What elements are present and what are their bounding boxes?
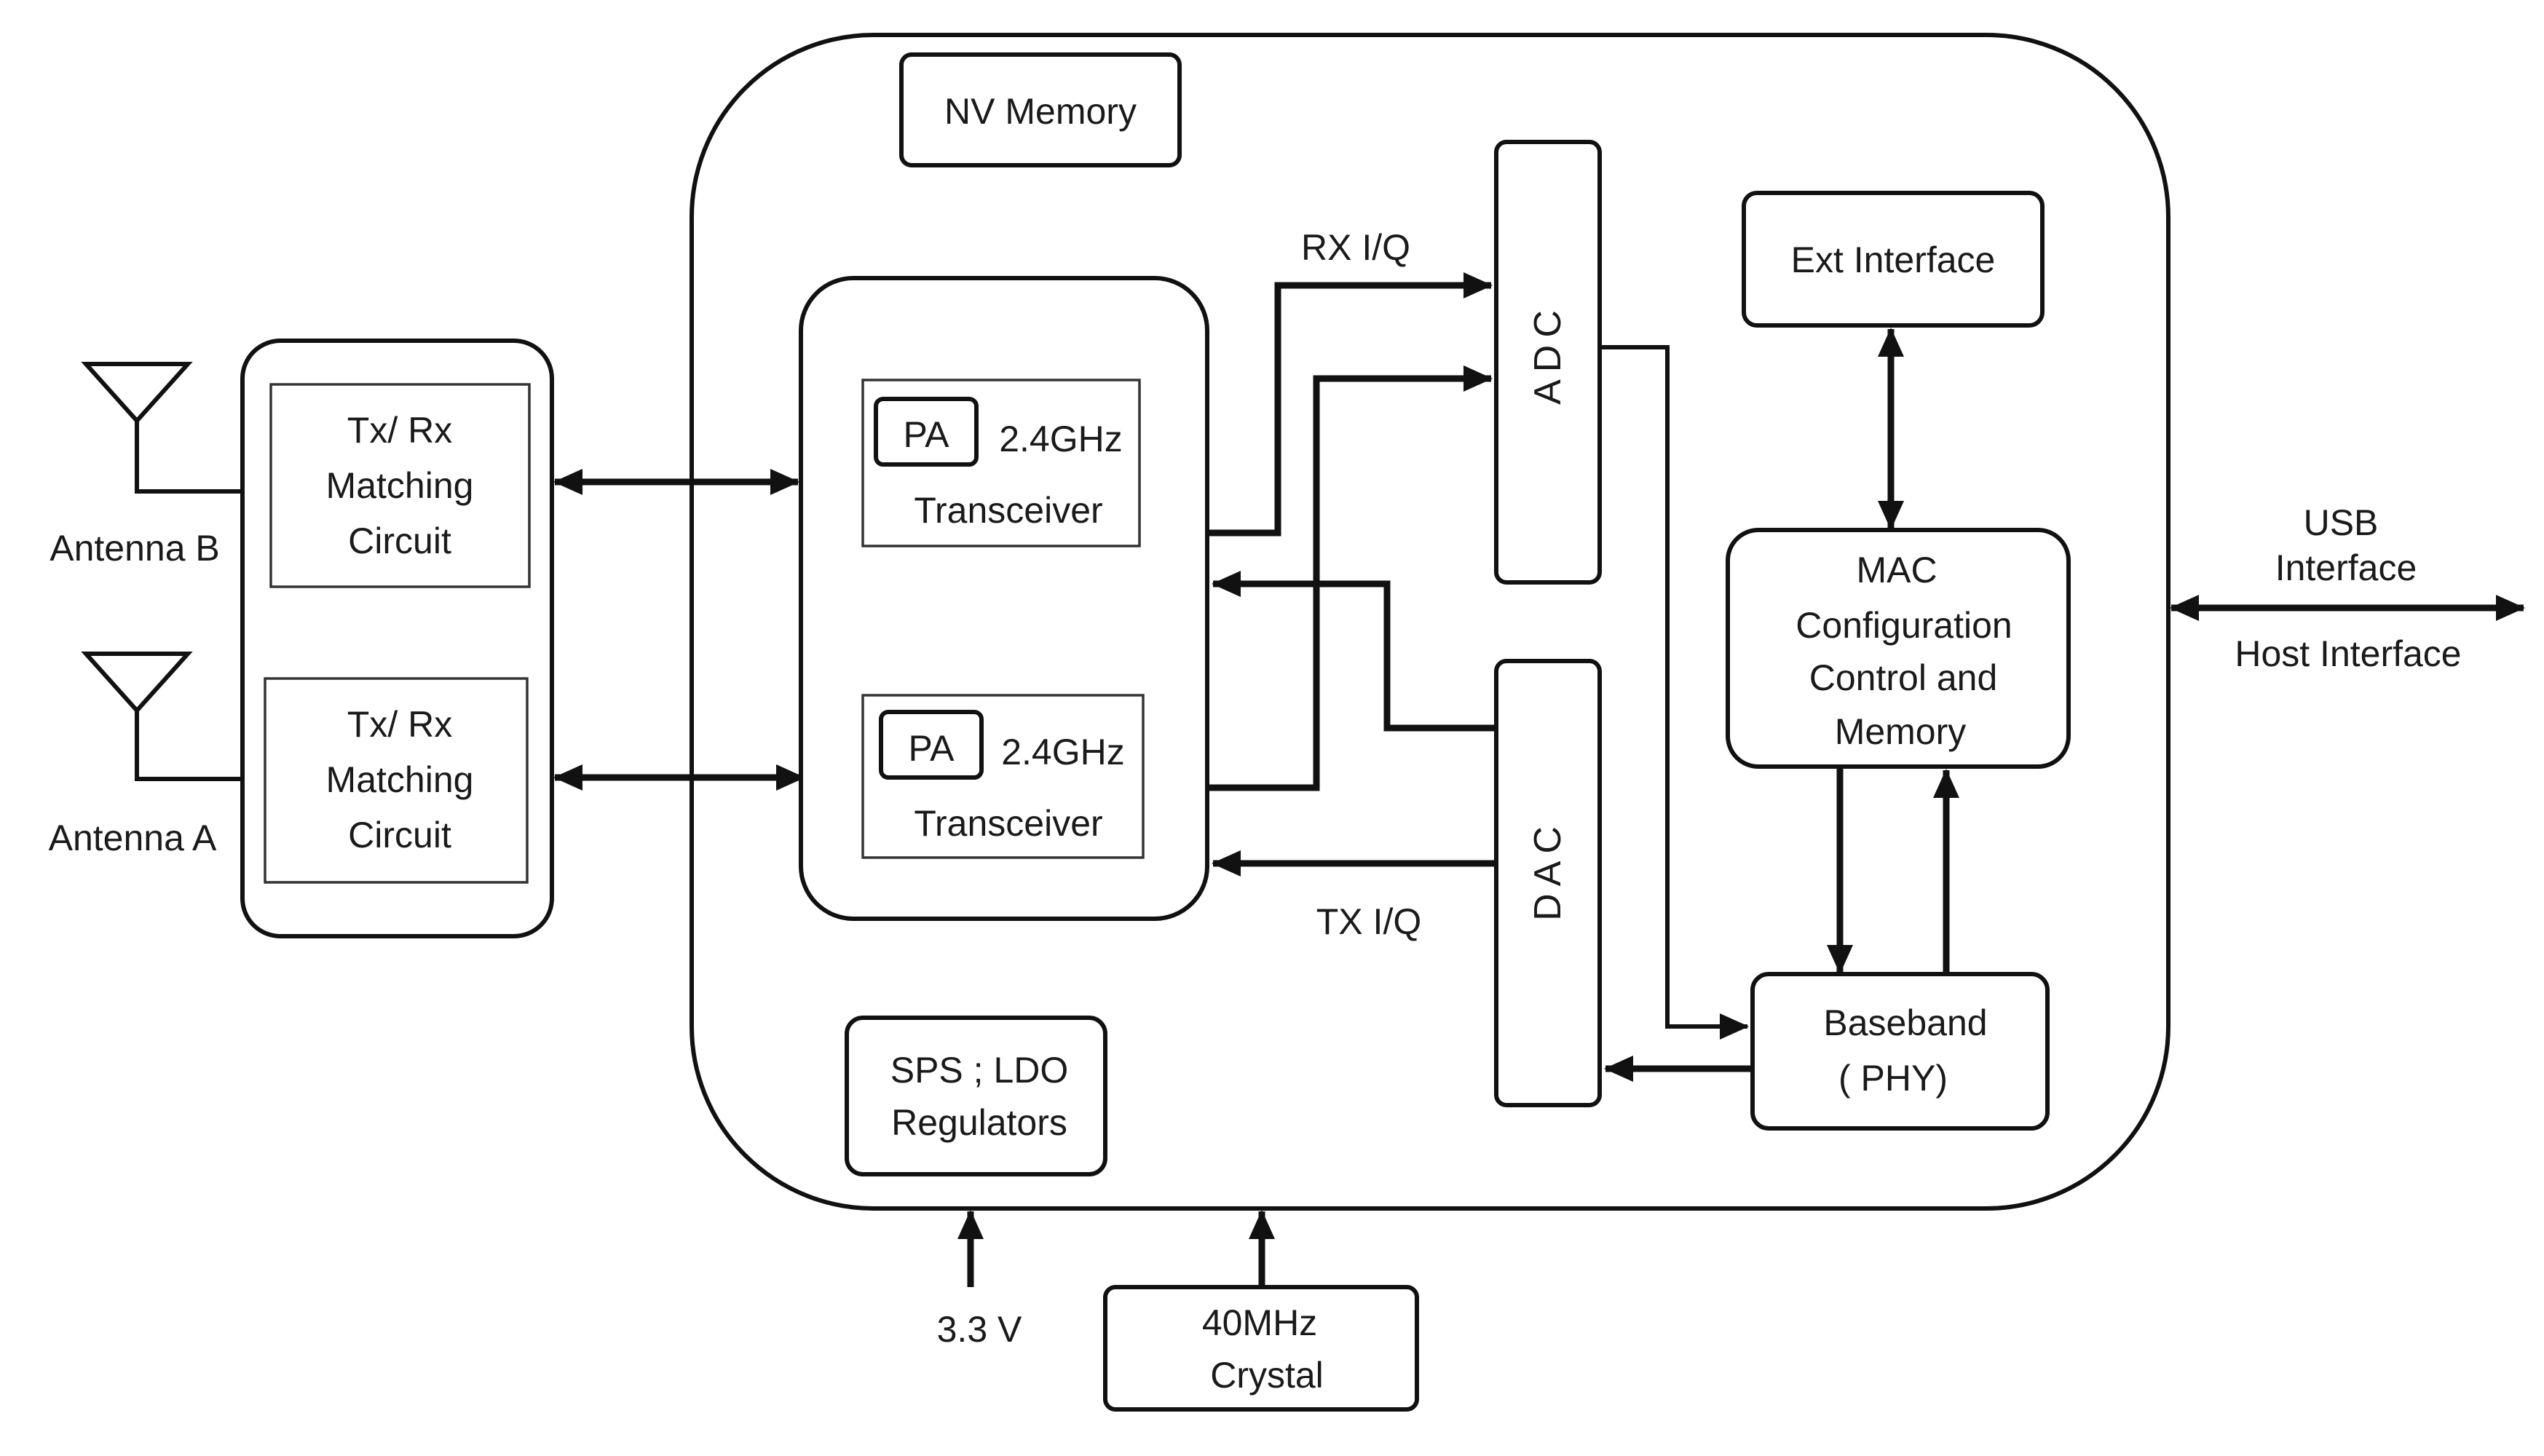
svg-text:Crystal: Crystal bbox=[1210, 1355, 1324, 1396]
nv-memory-label: NV Memory bbox=[944, 91, 1137, 132]
svg-text:Matching: Matching bbox=[326, 465, 474, 506]
svg-text:Matching: Matching bbox=[326, 759, 474, 800]
svg-text:PA: PA bbox=[904, 414, 950, 455]
regulators-block: SPS ; LDO Regulators bbox=[845, 1016, 1107, 1176]
svg-text:( PHY): ( PHY) bbox=[1838, 1058, 1948, 1099]
svg-text:Memory: Memory bbox=[1835, 711, 1967, 752]
svg-text:Transceiver: Transceiver bbox=[914, 490, 1102, 531]
nv-memory-block: NV Memory bbox=[899, 52, 1182, 167]
baseband-block: Baseband ( PHY) bbox=[1750, 972, 2050, 1131]
tx-iq-label: TX I/Q bbox=[1316, 901, 1421, 942]
pa-bottom bbox=[879, 710, 984, 780]
antenna-a-icon bbox=[81, 652, 242, 781]
svg-text:Tx/ Rx: Tx/ Rx bbox=[347, 410, 452, 451]
antenna-b-icon bbox=[81, 362, 242, 494]
adc-to-baseband bbox=[1600, 345, 1749, 1040]
svg-text:Control and: Control and bbox=[1809, 657, 1998, 698]
tx-path-top bbox=[1212, 571, 1496, 732]
svg-text:MAC: MAC bbox=[1856, 550, 1937, 590]
antenna-a-label: Antenna A bbox=[49, 818, 217, 858]
matching-circuit-a: Tx/ Rx Matching Circuit bbox=[264, 677, 529, 884]
ext-interface-label: Ext Interface bbox=[1791, 240, 1996, 280]
rx-path-top bbox=[1207, 272, 1493, 537]
dac-label: DAC bbox=[1527, 819, 1569, 921]
svg-text:2.4GHz: 2.4GHz bbox=[1001, 732, 1125, 772]
ext-interface-block: Ext Interface bbox=[1742, 191, 2045, 328]
voltage-label: 3.3 V bbox=[937, 1309, 1022, 1350]
svg-text:Regulators: Regulators bbox=[891, 1102, 1067, 1143]
svg-text:Circuit: Circuit bbox=[348, 521, 451, 561]
pa-top bbox=[874, 397, 979, 467]
svg-text:SPS ; LDO: SPS ; LDO bbox=[890, 1050, 1069, 1091]
svg-text:2.4GHz: 2.4GHz bbox=[999, 419, 1123, 459]
usb-label: USB bbox=[2304, 502, 2379, 543]
svg-text:Transceiver: Transceiver bbox=[914, 803, 1102, 844]
adc-label: ADC bbox=[1527, 303, 1569, 405]
rx-iq-label: RX I/Q bbox=[1301, 227, 1410, 268]
svg-text:Configuration: Configuration bbox=[1796, 605, 2012, 646]
crystal-block: 40MHz Crystal bbox=[1103, 1285, 1419, 1412]
usb-interface-label: Interface bbox=[2275, 547, 2417, 588]
matching-circuit-b: Tx/ Rx Matching Circuit bbox=[269, 383, 531, 588]
dac-block: DAC bbox=[1494, 659, 1602, 1107]
transceiver-bottom: PA 2.4GHz Transceiver bbox=[861, 694, 1145, 859]
transceiver-top: PA 2.4GHz Transceiver bbox=[861, 379, 1141, 547]
antenna-b-label: Antenna B bbox=[50, 528, 220, 569]
svg-text:PA: PA bbox=[909, 728, 955, 769]
adc-block: ADC bbox=[1494, 140, 1602, 585]
host-interface-label: Host Interface bbox=[2235, 633, 2461, 674]
svg-text:Circuit: Circuit bbox=[348, 815, 451, 855]
svg-text:Tx/ Rx: Tx/ Rx bbox=[347, 704, 452, 745]
svg-text:Baseband: Baseband bbox=[1823, 1002, 1987, 1043]
mac-block: MAC Configuration Control and Memory bbox=[1726, 528, 2071, 769]
svg-text:40MHz: 40MHz bbox=[1202, 1302, 1317, 1343]
